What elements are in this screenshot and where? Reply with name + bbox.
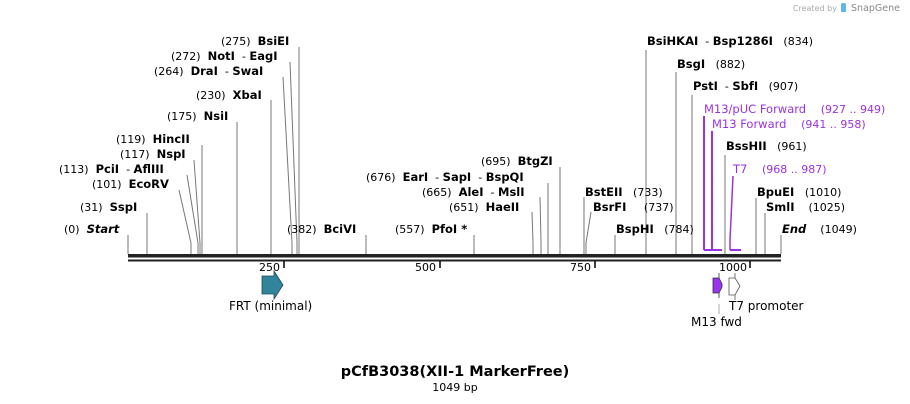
sequence-backbone-bottom	[128, 259, 781, 262]
feature-frt-minimal-label[interactable]: FRT (minimal)	[229, 299, 313, 313]
site-smli[interactable]: SmlI (1025)	[766, 200, 846, 215]
site-bpuei[interactable]: BpuEI (1010)	[757, 185, 842, 200]
snapgene-logo-icon	[841, 3, 847, 12]
site-noti-eagi[interactable]: (272) NotI - EagI	[171, 49, 278, 64]
plasmid-length: 1049 bp	[432, 381, 478, 394]
site-eari-sapi-bspqi[interactable]: (676) EarI - SapI - BspQI	[366, 170, 524, 185]
site-hincii[interactable]: (119) HincII	[116, 132, 190, 147]
site-bsihkai-bsp1286i[interactable]: BsiHKAI - Bsp1286I (834)	[647, 34, 813, 49]
sequence-backbone-top	[128, 254, 781, 258]
site-end[interactable]: End (1049)	[782, 222, 857, 237]
created-by-text: Created by	[792, 4, 837, 13]
site-pcii-afliii[interactable]: (113) PciI - AflIII	[59, 162, 164, 177]
site-bsteii[interactable]: BstEII (733)	[585, 185, 663, 200]
plasmid-name: pCfB3038(XII-1 MarkerFree)	[340, 364, 570, 380]
cut-site-lines	[127, 47, 782, 254]
frt-minimal-arrow	[261, 269, 284, 301]
site-ecorv[interactable]: (101) EcoRV	[92, 177, 169, 192]
t7-promoter-arrow	[728, 277, 741, 296]
site-bsshii[interactable]: BssHII (961)	[726, 139, 807, 154]
tick-label-250: 250	[259, 261, 280, 274]
site-btgzi[interactable]: (695) BtgZI	[481, 154, 553, 169]
tick-label-500: 500	[415, 261, 436, 274]
m13-fwd-arrow	[712, 277, 723, 294]
primer-m13-puc-forward[interactable]: M13/pUC Forward (927 .. 949)	[704, 102, 886, 117]
site-bsgi[interactable]: BsgI (882)	[677, 57, 746, 72]
site-bsrfi[interactable]: BsrFI (737)	[593, 200, 674, 215]
feature-t7-promoter-label[interactable]: T7 promoter	[729, 299, 804, 313]
site-nspi[interactable]: (117) NspI	[120, 147, 186, 162]
brand-name: SnapGene	[851, 3, 900, 14]
site-pfoi[interactable]: (557) PfoI *	[395, 222, 468, 237]
site-bsphi[interactable]: BspHI (784)	[616, 222, 694, 237]
site-sspi[interactable]: (31) SspI	[80, 200, 138, 215]
site-bcivi[interactable]: (382) BciVI	[287, 222, 357, 237]
site-psti-sbfi[interactable]: PstI - SbfI (907)	[693, 79, 799, 94]
site-bsiei[interactable]: (275) BsiEI	[221, 34, 290, 49]
site-nsii[interactable]: (175) NsiI	[167, 109, 229, 124]
site-drai-swai[interactable]: (264) DraI - SwaI	[154, 64, 264, 79]
primer-m13-forward[interactable]: M13 Forward (941 .. 958)	[712, 117, 866, 132]
site-haeii[interactable]: (651) HaeII	[449, 200, 520, 215]
tick-label-750: 750	[570, 261, 591, 274]
feature-m13-fwd-label[interactable]: M13 fwd	[691, 315, 742, 329]
tick-label-1000: 1000	[719, 261, 747, 274]
site-start[interactable]: (0) Start	[64, 222, 120, 237]
ruler-ticks	[283, 261, 751, 268]
primer-t7[interactable]: T7 (968 .. 987)	[733, 162, 827, 177]
primer-lines	[703, 116, 741, 251]
snapgene-branding: Created by SnapGene	[793, 3, 900, 14]
site-xbai[interactable]: (230) XbaI	[196, 88, 262, 103]
site-alei-msli[interactable]: (665) AleI - MslI	[422, 185, 525, 200]
